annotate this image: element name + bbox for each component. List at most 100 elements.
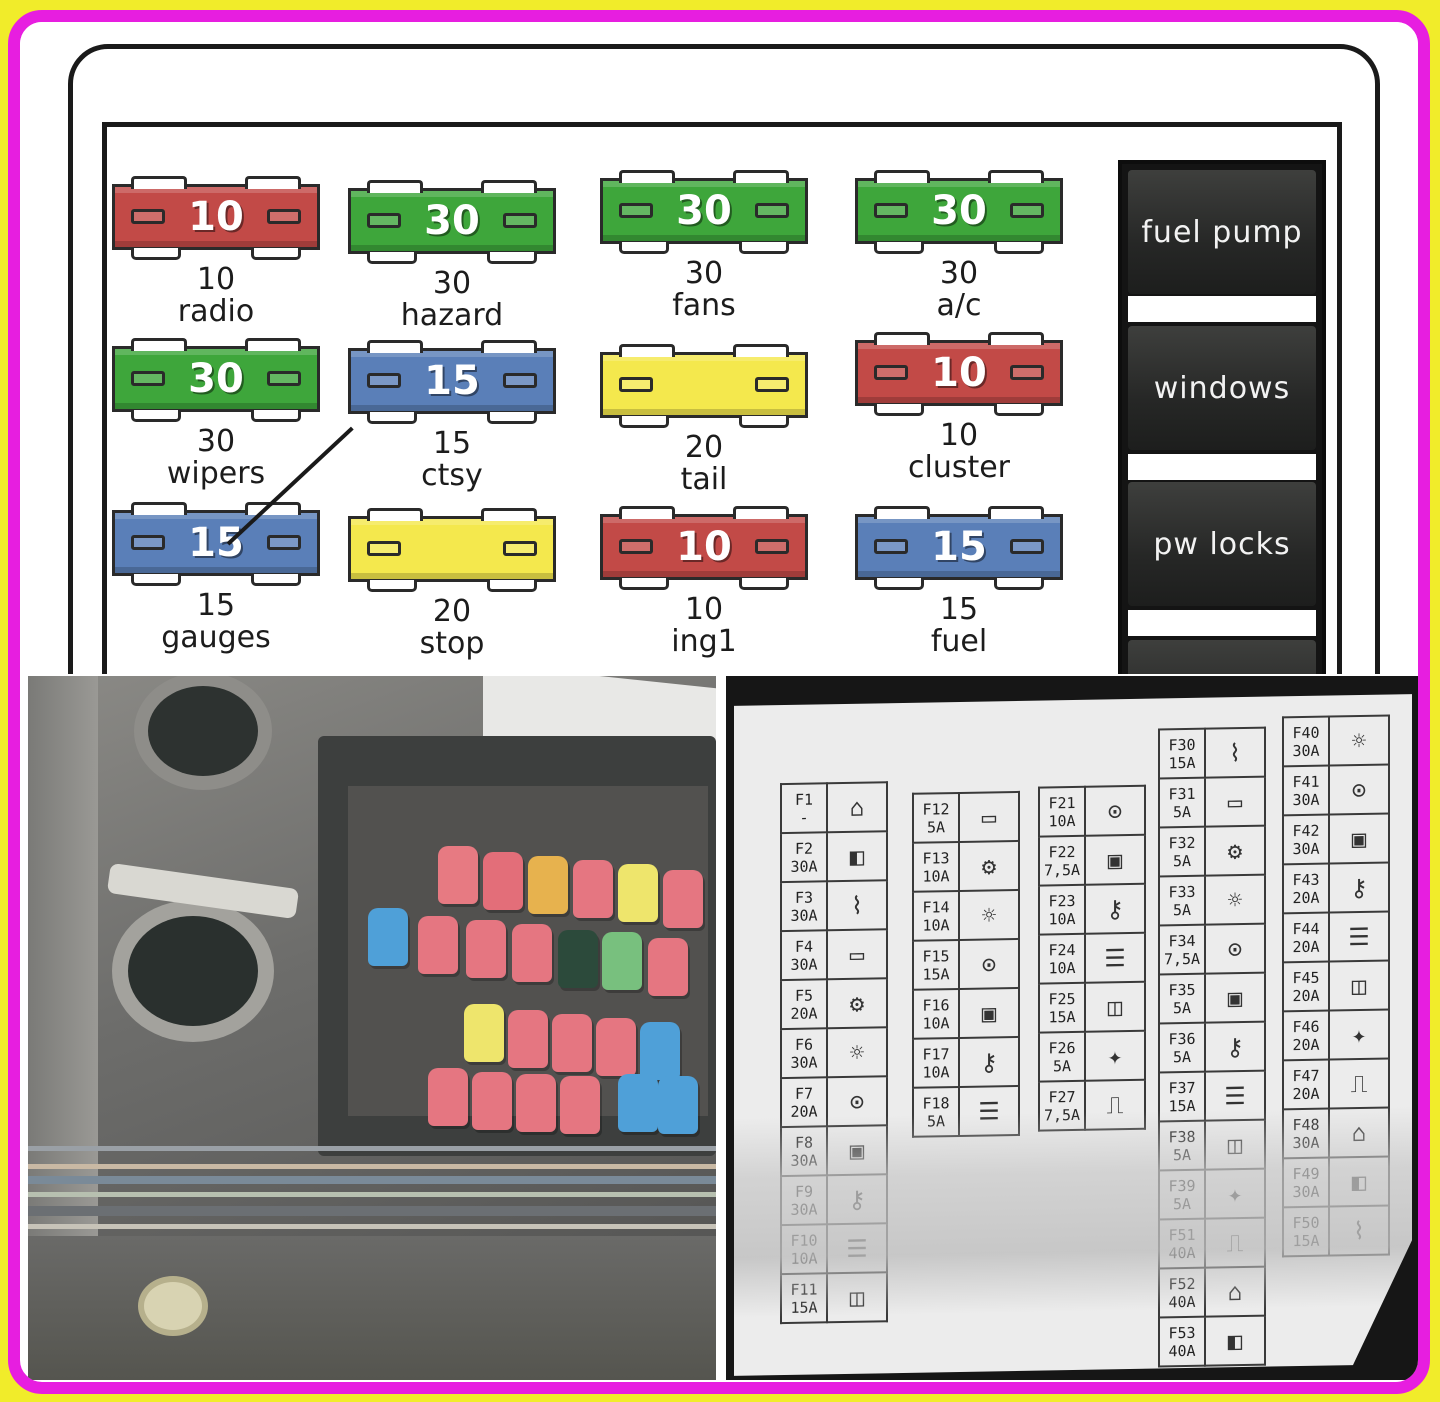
fuse-leg [251, 248, 301, 260]
fuse-symbol-icon: ▭ [1205, 776, 1265, 827]
fuse-leg [487, 580, 537, 592]
photo-glitch-line [28, 1146, 716, 1151]
fuse-id: F47 [1292, 1066, 1320, 1085]
fuse-rating: 30 [188, 356, 244, 402]
photo-hole-bottom [128, 916, 258, 1026]
fuse-amperage: 20A [1292, 1084, 1320, 1103]
fuse-amperage: 30A [1292, 839, 1320, 858]
fuse-symbol-icon: ⊙ [1329, 764, 1389, 815]
fuse-id: F26 [1048, 1038, 1076, 1057]
photo-fuse [573, 860, 613, 918]
fuse-id: F23 [1048, 891, 1076, 910]
fuse-id: F36 [1168, 1029, 1196, 1048]
fuse-amperage: 15A [1048, 1007, 1076, 1026]
fuse-leg [619, 416, 669, 428]
fuse-id: F45 [1292, 968, 1320, 987]
fuse-slot [1010, 203, 1044, 218]
photo-fuse [483, 852, 523, 910]
fuse-caption-rating: 30 [939, 256, 979, 291]
fuse-caption-rating: 10 [684, 592, 724, 627]
sheet-fold [1352, 1236, 1414, 1368]
fuse-leg [487, 252, 537, 264]
fuse-slot [503, 373, 537, 388]
fuse-id: F46 [1292, 1017, 1320, 1036]
fuse-slot [755, 203, 789, 218]
fuse-amperage: 30A [790, 856, 818, 876]
fuse-body: 30 [855, 170, 1063, 254]
fuse-amperage: 10A [922, 1062, 950, 1082]
fuse-caption-rating: 15 [432, 426, 472, 461]
fuse-symbol-icon: ☰ [1085, 932, 1145, 983]
fuse-symbol-icon: ⊙ [1085, 785, 1145, 836]
fuse-leg [739, 578, 789, 590]
fuse-caption-name: ing1 [671, 624, 737, 659]
fuse-body [348, 508, 556, 592]
fuse-slot [267, 209, 301, 224]
fuse-leg [739, 416, 789, 428]
fuse-caption-name: stop [419, 626, 485, 661]
fuse-body: 10 [600, 506, 808, 590]
fuse-symbol-icon: ⌇ [827, 880, 887, 931]
fuse-caption-name: fans [672, 288, 736, 323]
fuse-id: F3 [794, 888, 814, 907]
fuse-id: F33 [1168, 882, 1196, 901]
fuse-amperage: 15A [1168, 753, 1196, 772]
fuse-slot [131, 209, 165, 224]
fuse-caption-rating: 20 [684, 430, 724, 465]
fuse-leg [131, 248, 181, 260]
fuse-box-photo [28, 676, 716, 1380]
fuse-id: F14 [922, 897, 950, 917]
fuse-id: F43 [1292, 870, 1320, 889]
fuse-chart-cell: F1- [781, 783, 827, 834]
fuse-rating: 15 [931, 524, 987, 570]
photo-fuse [508, 1010, 548, 1068]
fuse-amperage: - [799, 808, 809, 827]
fuse-caption-rating: 30 [196, 424, 236, 459]
fuse-caption-name: cluster [907, 450, 1011, 485]
photo-fuse [648, 938, 688, 996]
fuse-leg [367, 580, 417, 592]
fuse-box-outline [68, 44, 1380, 674]
fuse-symbol-icon: ▭ [827, 929, 887, 980]
fuse-symbol-icon: ⚷ [1329, 862, 1389, 913]
fuse-symbol-icon: ◫ [1085, 981, 1145, 1032]
photo-fuse [418, 916, 458, 974]
fuse-slot [755, 377, 789, 392]
fuse-id: F34 [1168, 931, 1196, 950]
photo-fuse [596, 1018, 636, 1076]
fuse-symbol-icon: ⎍ [1329, 1058, 1389, 1109]
fuse-body: 30 [348, 180, 556, 264]
photo-fuse [512, 924, 552, 982]
fuse-id: F30 [1168, 735, 1196, 754]
fuse-amperage: 10A [1048, 811, 1076, 830]
fuse-body: 30 [600, 170, 808, 254]
fuse-id: F24 [1048, 940, 1076, 959]
fuse-caption-rating: 10 [939, 418, 979, 453]
fuse-caption-name: tail [680, 462, 728, 497]
fuse-slot [619, 203, 653, 218]
fuse-slot [503, 213, 537, 228]
fuse-id: F2 [794, 839, 814, 858]
relay-label: pw locks [1153, 526, 1291, 562]
